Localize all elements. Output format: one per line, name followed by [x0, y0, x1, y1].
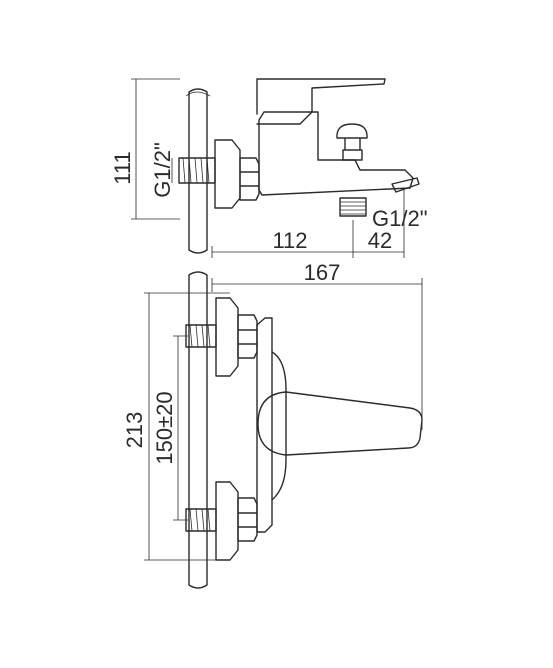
- spout-tip: [391, 177, 420, 193]
- side-lever-handle: [256, 78, 386, 125]
- outlet-thread: [340, 201, 366, 215]
- outlet-thread-label: G1/2": [372, 206, 428, 231]
- side-wall: [188, 88, 208, 254]
- dim-213-lines: [144, 292, 230, 561]
- side-escutcheon: [214, 139, 241, 209]
- side-view: 111 G1/2" G1/2" 112 42: [110, 78, 428, 258]
- lower-hex-nut: [237, 497, 258, 542]
- front-lever-handle: [257, 391, 423, 456]
- dim-111: 111: [110, 151, 135, 184]
- lower-escutcheon: [215, 481, 239, 561]
- dim-150-20: 150±20: [152, 391, 177, 464]
- front-view: 167 213 150±20: [122, 260, 423, 589]
- inlet-thread-label: G1/2": [150, 142, 175, 198]
- side-body: [258, 111, 414, 196]
- front-body-neck: [271, 351, 287, 501]
- upper-hex-nut: [237, 314, 258, 359]
- dim-112: 112: [272, 228, 307, 253]
- dim-42: 42: [368, 228, 392, 253]
- upper-inlet-thread: [189, 324, 211, 348]
- dim-111-lines: [131, 78, 180, 220]
- lower-inlet-thread: [189, 508, 211, 532]
- inlet-thread: [182, 157, 210, 184]
- upper-escutcheon: [215, 297, 239, 377]
- dim-112-42-lines: [211, 190, 405, 258]
- dim-167-lines: [211, 278, 423, 430]
- front-body: [256, 317, 273, 533]
- dim-213: 213: [122, 412, 147, 449]
- dim-167: 167: [304, 260, 341, 285]
- side-wall-break-top: [185, 91, 211, 97]
- dim-150-lines: [173, 335, 188, 521]
- front-wall: [188, 271, 208, 589]
- diverter-knob: [336, 123, 368, 161]
- side-hex-nut: [239, 157, 260, 201]
- outlet-connector: [339, 197, 367, 217]
